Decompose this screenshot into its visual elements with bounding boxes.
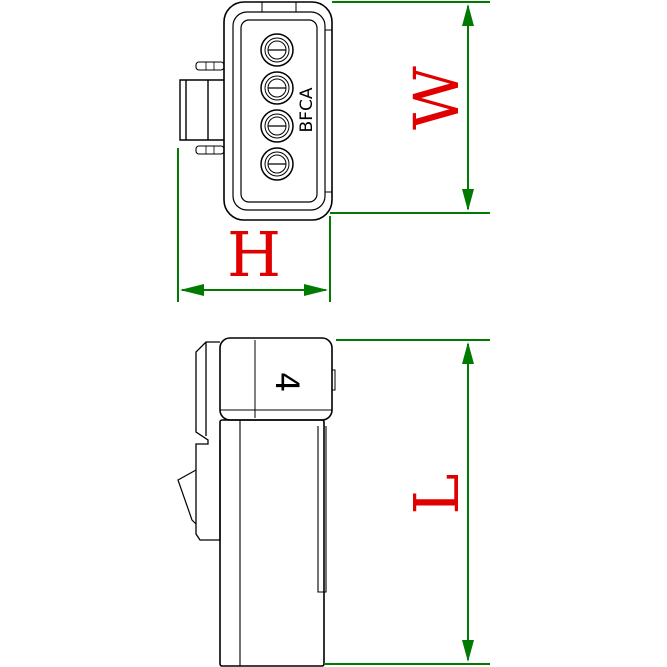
h-label: H (227, 218, 281, 291)
l-arrow-bottom (462, 640, 474, 662)
cavity-ring (264, 37, 290, 63)
w-arrow-bottom (462, 189, 474, 211)
cavity-ring (260, 109, 294, 143)
front-right-tab (325, 29, 332, 193)
latch-pin-bottom (195, 145, 225, 155)
cavity-ring (264, 151, 290, 177)
dimension-labels: W H L (227, 66, 473, 515)
front-latch (179, 79, 224, 141)
latch-pin-top (195, 61, 225, 71)
cavity-ring (260, 71, 294, 105)
side-bump (332, 369, 336, 391)
front-marking: BFCA (297, 87, 317, 132)
front-face (240, 19, 318, 203)
w-label: W (400, 66, 473, 130)
cavity-ring (260, 33, 294, 67)
side-body (219, 419, 325, 667)
front-housing-outer (223, 1, 333, 221)
h-arrow-left (180, 284, 204, 296)
side-head-divider (220, 340, 332, 418)
side-latch (195, 341, 221, 541)
cavity-ring (264, 113, 290, 139)
front-view (179, 1, 333, 221)
cavity-group (260, 33, 294, 181)
dimension-lines (177, 1, 490, 665)
h-arrow-right (304, 284, 328, 296)
cavity-ring (264, 75, 290, 101)
side-body-edge (239, 420, 327, 666)
side-view (177, 337, 336, 667)
front-housing-inner (232, 11, 326, 211)
l-label: L (400, 473, 473, 514)
l-arrow-top (462, 342, 474, 364)
front-top-notch (261, 2, 297, 12)
w-arrow-top (462, 4, 474, 26)
cavity-ring (260, 147, 294, 181)
side-cavity-number: 4 (268, 372, 306, 392)
side-latch-ramp (177, 469, 197, 525)
latch-pin-lines (205, 62, 215, 154)
